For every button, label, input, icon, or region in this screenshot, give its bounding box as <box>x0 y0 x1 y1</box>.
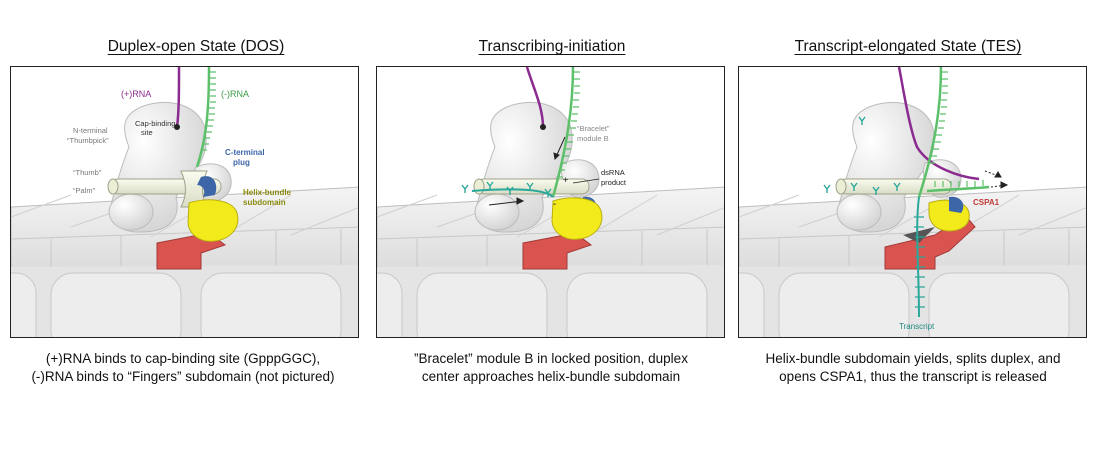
panel-2-caption-line-2: center approaches helix-bundle subdomain <box>421 369 681 384</box>
label-thumb: “Thumb” <box>73 168 102 177</box>
membrane-layer <box>377 186 724 337</box>
c-terminal-plug <box>197 176 217 197</box>
cap-binding-site-dot <box>174 124 180 130</box>
panel-2-svg: “Bracelet” module B dsRNA product + - <box>377 67 724 337</box>
thumb-tube <box>473 178 590 195</box>
minus-rna-ticks <box>557 71 580 178</box>
panel-1-svg: (+)RNA (-)RNA Cap-binding site N-termina… <box>11 67 358 337</box>
cap-binding-site-dot <box>540 124 546 130</box>
minus-rna-strand <box>551 67 575 198</box>
release-arrows <box>984 170 1009 189</box>
label-cspa1: CSPA1 <box>973 198 1000 207</box>
label-plug: plug <box>233 158 250 167</box>
label-plus-sign: + <box>563 175 568 185</box>
label-palm: “Palm” <box>73 186 96 195</box>
plus-rna-strand <box>897 67 980 181</box>
panel-1-caption-line-1: (+)RNA binds to cap-binding site (GpppGG… <box>45 351 321 366</box>
panel-2-title: Transcribing-initiation <box>478 38 626 55</box>
gate-wedge <box>903 227 935 243</box>
label-helix-bundle: Helix-bundle <box>243 188 292 197</box>
panel-2-diagram: “Bracelet” module B dsRNA product + - <box>376 66 725 338</box>
label-thumbpick: “Thumbpick” <box>67 136 109 145</box>
minus-rna-exit-ticks <box>934 180 984 187</box>
minus-rna-strand <box>195 67 211 168</box>
panel-1-caption: (+)RNA binds to cap-binding site (GpppGG… <box>8 350 358 386</box>
panel-2-caption-line-1: ”Bracelet” module B in locked position, … <box>414 351 688 366</box>
label-minus-sign: - <box>553 199 556 210</box>
label-subdomain: subdomain <box>243 198 286 207</box>
label-plus-rna: (+)RNA <box>121 89 151 99</box>
panel-3-caption-line-1: Helix-bundle subdomain yields, splits du… <box>765 351 1061 366</box>
label-bracelet: “Bracelet” <box>577 124 610 133</box>
minus-rna-exit <box>926 185 990 193</box>
panel-3-diagram: CSPA1 Transcript <box>738 66 1087 338</box>
label-c-terminal: C-terminal <box>225 148 265 157</box>
panel-2-caption: ”Bracelet” module B in locked position, … <box>376 350 726 386</box>
label-product: product <box>601 178 627 187</box>
label-n-terminal: N-terminal <box>73 126 108 135</box>
movement-arrows <box>488 136 566 206</box>
dsrna-pointer <box>572 178 600 184</box>
label-minus-rna: (-)RNA <box>221 89 249 99</box>
transcript-strand <box>916 196 920 318</box>
panel-1-caption-line-2: (-)RNA binds to “Fingers” subdomain (not… <box>31 369 335 384</box>
label-module-b: module B <box>577 134 609 143</box>
minus-rna-ticks <box>929 71 948 164</box>
plus-rna-strand <box>525 67 545 128</box>
minus-rna-strand <box>917 67 943 198</box>
panel-3-title: Transcript-elongated State (TES) <box>794 38 1022 55</box>
label-cap-binding-site: site <box>141 128 153 137</box>
polymerase-body <box>836 102 962 233</box>
membrane-layer <box>739 186 1086 337</box>
membrane-layer <box>11 186 358 337</box>
panel-3-caption: Helix-bundle subdomain yields, splits du… <box>738 350 1088 386</box>
helix-bundle-subdomain <box>187 199 239 242</box>
label-dsrna: dsRNA <box>601 168 625 177</box>
transcript-ticks <box>914 216 925 308</box>
panel-1-title: Duplex-open State (DOS) <box>107 38 285 55</box>
c-terminal-plug <box>949 196 964 213</box>
label-cap-binding: Cap-binding <box>135 119 175 128</box>
label-transcript: Transcript <box>899 322 935 331</box>
nucleotide-marks <box>461 181 552 197</box>
plus-rna-strand <box>175 67 181 128</box>
panel-3-caption-line-2: opens CSPA1, thus the transcript is rele… <box>779 369 1047 384</box>
transcript-strand <box>471 188 554 198</box>
panel-1-diagram: (+)RNA (-)RNA Cap-binding site N-termina… <box>10 66 359 338</box>
minus-rna-ticks <box>201 71 216 151</box>
nucleotide-marks <box>823 116 901 195</box>
panel-3-svg: CSPA1 Transcript <box>739 67 1086 337</box>
helix-bundle-subdomain <box>551 197 603 240</box>
